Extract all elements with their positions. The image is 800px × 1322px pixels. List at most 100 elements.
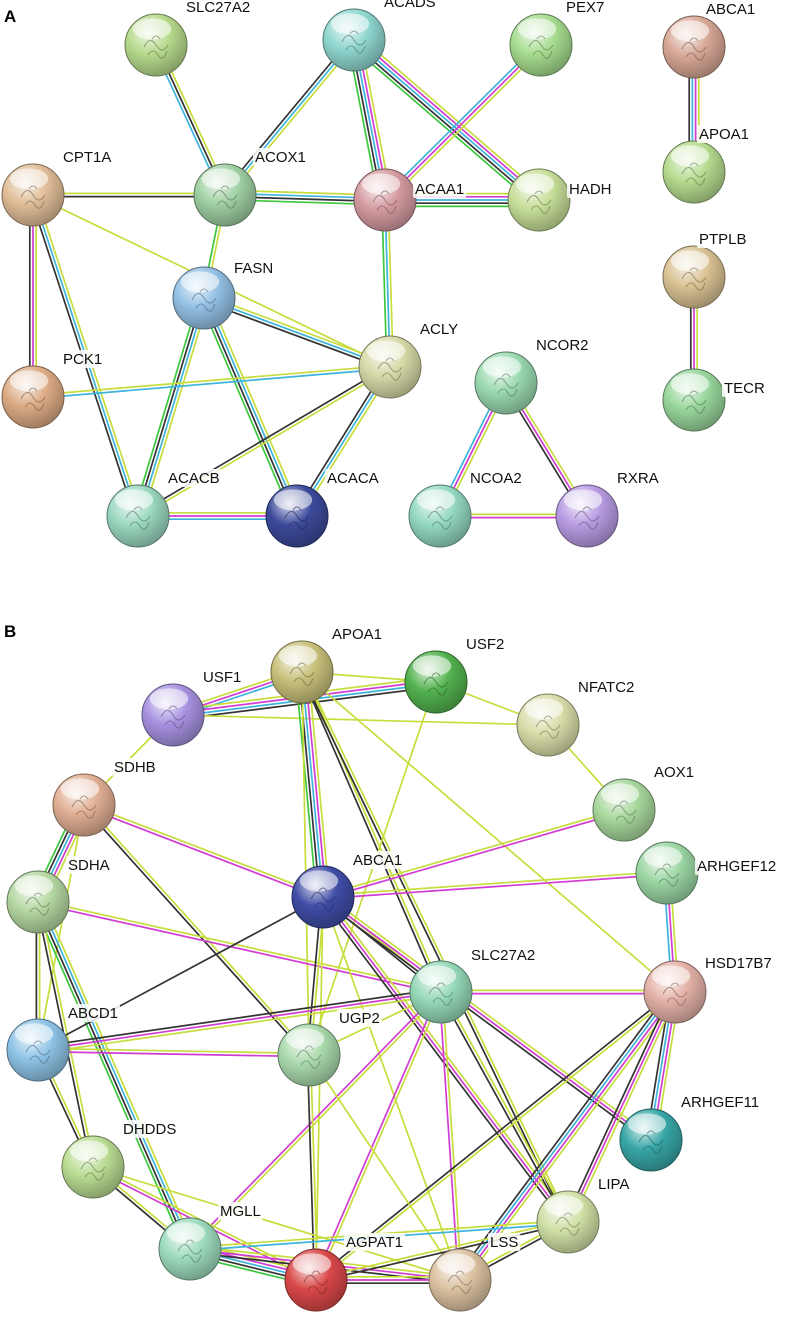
node-label: TECR xyxy=(724,380,765,397)
edge-evidence-textmining xyxy=(386,46,545,204)
node-slc27a2[interactable]: SLC27A2 xyxy=(124,0,253,77)
node-agpat1[interactable]: AGPAT1 xyxy=(284,1233,405,1312)
node-sdhb[interactable]: SDHB xyxy=(52,758,158,837)
node-apoa1[interactable]: APOA1 xyxy=(270,625,384,704)
edge-evidence-experimental xyxy=(36,902,442,995)
edge-hsd17b7-lipa[interactable] xyxy=(564,989,679,1225)
edge-evidence-coexpression xyxy=(314,989,675,1280)
edge-evidence-textmining xyxy=(322,896,461,1281)
edge-apoa1-lipa[interactable] xyxy=(299,670,571,1224)
node-lss[interactable]: LSS xyxy=(428,1233,521,1312)
node-pck1[interactable]: PCK1 xyxy=(1,350,105,429)
node-hadh[interactable]: HADH xyxy=(507,168,614,232)
edge-cpt1a-pck1[interactable] xyxy=(28,194,38,398)
node-cpt1a[interactable]: CPT1A xyxy=(1,148,114,227)
edge-ugp2-agpat1[interactable] xyxy=(306,1054,319,1281)
node-ugp2[interactable]: UGP2 xyxy=(277,1009,382,1087)
node-arhgef12[interactable]: ARHGEF12 xyxy=(635,841,779,905)
node-arhgef11[interactable]: ARHGEF11 xyxy=(619,1093,762,1172)
edge-evidence-textmining xyxy=(314,1219,569,1280)
node-abca1[interactable]: ABCA1 xyxy=(291,851,405,929)
edge-abcd1-ugp2[interactable] xyxy=(37,1047,310,1058)
edge-pex7-acaa1[interactable] xyxy=(381,41,545,204)
node-label: LSS xyxy=(490,1234,518,1251)
node-label: ACACB xyxy=(168,470,220,487)
edge-ugp2-lss[interactable] xyxy=(308,1054,461,1281)
edge-slc27a2-lss[interactable] xyxy=(438,991,463,1281)
edge-usf1-nfatc2[interactable] xyxy=(172,714,549,726)
protein-structure-icon xyxy=(681,390,707,414)
edge-evidence-coexpression xyxy=(564,989,673,1222)
node-acox1[interactable]: ACOX1 xyxy=(193,148,308,227)
node-acaca[interactable]: ACACA xyxy=(265,469,381,548)
sphere-highlight xyxy=(201,168,241,190)
edge-acads-hadh[interactable] xyxy=(348,34,545,206)
node-apoa1[interactable]: APOA1 xyxy=(662,125,751,204)
node-acads[interactable]: ACADS xyxy=(322,0,438,72)
edge-abca1-agpat1[interactable] xyxy=(315,896,324,1281)
protein-structure-icon xyxy=(284,506,310,530)
edge-fasn-acaca[interactable] xyxy=(198,295,303,519)
node-pex7[interactable]: PEX7 xyxy=(509,0,607,77)
edge-fasn-acacb[interactable] xyxy=(132,295,210,519)
protein-structure-icon xyxy=(310,887,336,911)
edge-apoa1-abca1[interactable] xyxy=(294,670,331,899)
protein-structure-icon xyxy=(528,35,554,59)
node-usf1[interactable]: USF1 xyxy=(141,668,244,747)
node-sdha[interactable]: SDHA xyxy=(6,856,112,934)
node-lipa[interactable]: LIPA xyxy=(536,1175,632,1254)
edge-apoa1-hsd17b7[interactable] xyxy=(301,671,676,993)
edge-abca1-abcd1[interactable] xyxy=(37,896,324,1051)
protein-structure-icon xyxy=(289,662,315,686)
node-usf2[interactable]: USF2 xyxy=(404,635,507,714)
edge-evidence-textmining xyxy=(309,1054,319,1281)
edge-slc27a2-hsd17b7[interactable] xyxy=(440,989,676,995)
edge-evidence-database xyxy=(301,671,324,898)
node-aox1[interactable]: AOX1 xyxy=(592,763,696,842)
node-abca1[interactable]: ABCA1 xyxy=(662,0,758,79)
node-ncoa2[interactable]: NCOA2 xyxy=(408,469,524,548)
edge-abca1-aox1[interactable] xyxy=(321,807,626,900)
node-label: ABCD1 xyxy=(68,1005,118,1022)
edge-cpt1a-acox1[interactable] xyxy=(32,192,226,198)
node-hsd17b7[interactable]: HSD17B7 xyxy=(643,954,774,1024)
edge-slc27a2-abcd1[interactable] xyxy=(36,987,443,1055)
edge-sdhb-abca1[interactable] xyxy=(82,802,325,900)
edge-agpat1-lipa[interactable] xyxy=(314,1219,570,1283)
node-dhdds[interactable]: DHDDS xyxy=(61,1120,179,1199)
node-acaa1[interactable]: ACAA1 xyxy=(353,168,467,232)
edge-sdha-mgll[interactable] xyxy=(32,899,196,1252)
edge-acly-acacb[interactable] xyxy=(136,364,392,519)
edge-slc27a2-agpat1[interactable] xyxy=(313,990,444,1282)
edge-evidence-textmining xyxy=(441,990,571,1223)
edge-evidence-coexpression xyxy=(37,896,324,1051)
node-label: SLC27A2 xyxy=(471,947,535,964)
edge-abca1-arhgef12[interactable] xyxy=(322,870,668,900)
protein-structure-icon xyxy=(428,982,454,1006)
node-label-background xyxy=(330,625,384,643)
node-slc27a2[interactable]: SLC27A2 xyxy=(409,946,538,1024)
node-rxra[interactable]: RXRA xyxy=(555,469,661,548)
edge-sdha-slc27a2[interactable] xyxy=(36,899,443,995)
node-abcd1[interactable]: ABCD1 xyxy=(6,1004,120,1082)
edge-abca1-lss[interactable] xyxy=(322,896,461,1281)
node-nfatc2[interactable]: NFATC2 xyxy=(516,678,637,757)
node-tecr[interactable]: TECR xyxy=(662,368,767,432)
node-ptplb[interactable]: PTPLB xyxy=(662,230,749,309)
node-acacb[interactable]: ACACB xyxy=(106,469,222,548)
edge-dhdds-lss[interactable] xyxy=(92,1166,461,1281)
edge-pck1-acly[interactable] xyxy=(32,364,391,400)
node-ncor2[interactable]: NCOR2 xyxy=(474,336,591,415)
node-label-background xyxy=(704,0,758,18)
edge-acads-acox1[interactable] xyxy=(221,37,358,198)
node-fasn[interactable]: FASN xyxy=(172,259,276,330)
edge-slc27a2-lipa[interactable] xyxy=(438,990,571,1224)
protein-structure-icon xyxy=(638,1130,664,1154)
edge-apoa1-ugp2[interactable] xyxy=(301,671,310,1056)
edge-fasn-acly[interactable] xyxy=(202,294,392,371)
node-mgll[interactable]: MGLL xyxy=(158,1202,263,1281)
edge-sdhb-abcd1[interactable] xyxy=(37,804,85,1051)
node-acly[interactable]: ACLY xyxy=(358,320,461,399)
edge-abca1-lipa[interactable] xyxy=(319,894,572,1225)
protein-structure-icon xyxy=(80,1157,106,1181)
